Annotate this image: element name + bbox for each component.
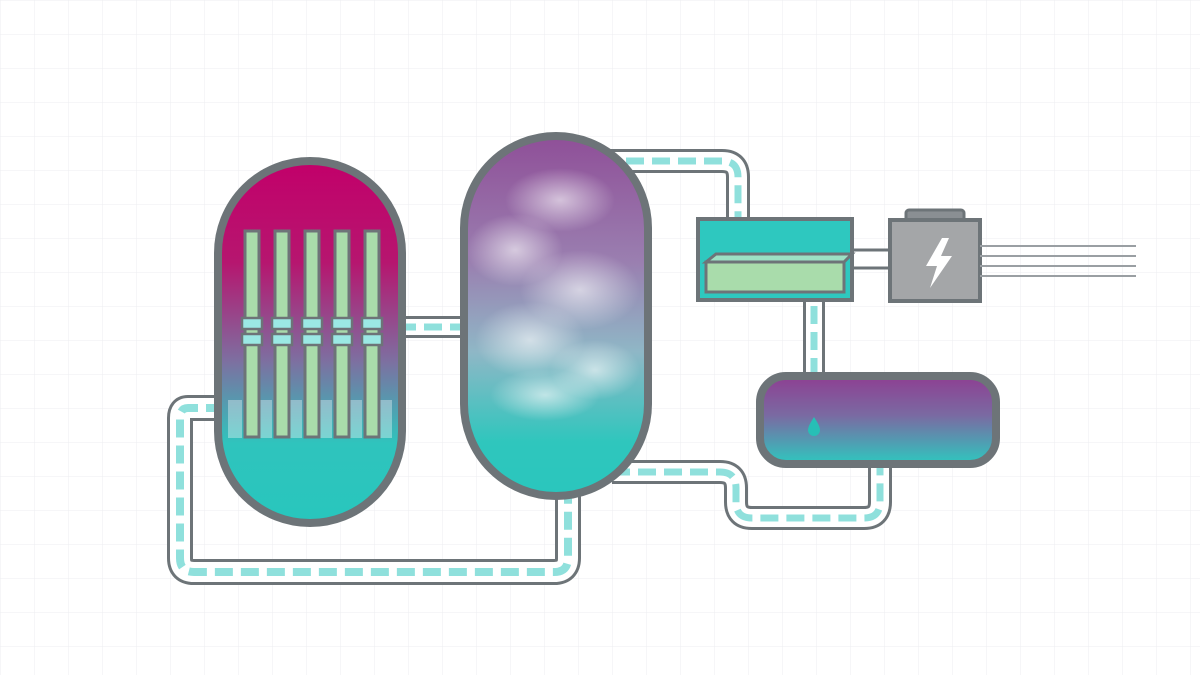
generator-shaft	[850, 248, 896, 270]
turbine-blade-icon	[701, 252, 856, 294]
lightning-bolt-icon	[926, 238, 952, 288]
turbine	[696, 217, 856, 302]
primary-coolant-loop	[167, 395, 581, 585]
turbine-exhaust-pipe	[803, 300, 825, 380]
generator	[888, 208, 982, 303]
water-drop-icon	[808, 417, 820, 436]
hot-leg-pipe	[396, 316, 468, 338]
control-rods-icon	[240, 229, 384, 439]
steam-cloud-icon	[467, 168, 640, 421]
power-lines	[980, 245, 1136, 277]
reactor-vessel	[214, 157, 406, 527]
feedwater-pipe	[612, 460, 892, 530]
condenser	[756, 372, 1000, 468]
steam-generator	[460, 132, 652, 500]
steam-line-pipe	[600, 149, 750, 220]
fuel-assemblies	[228, 400, 392, 438]
